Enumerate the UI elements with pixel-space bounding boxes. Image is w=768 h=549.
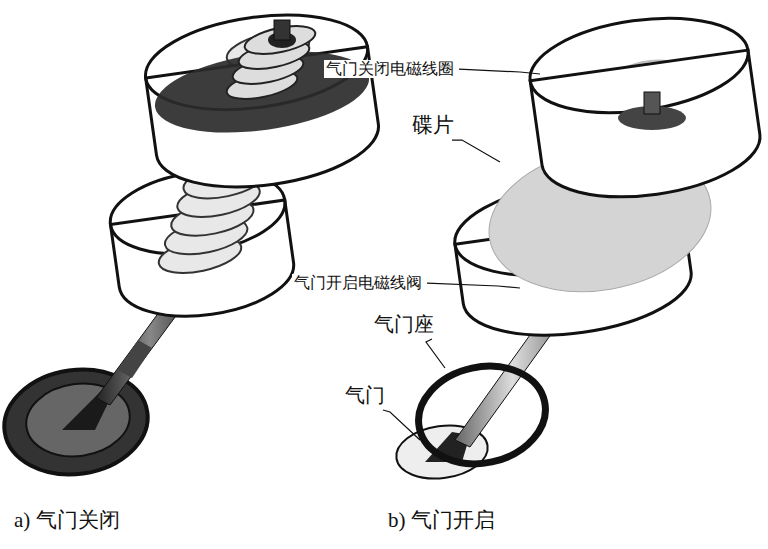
part-label: 气门关闭电磁线圈 bbox=[324, 60, 456, 78]
part-label: 气门座 bbox=[372, 313, 436, 336]
leader-line bbox=[383, 410, 420, 440]
upper-spring bbox=[224, 21, 317, 104]
valve-close-coil bbox=[524, 6, 766, 210]
part-label: 气门 bbox=[343, 384, 387, 407]
figure-caption: b) 气门开启 bbox=[386, 508, 497, 532]
figure-caption: a) 气门关闭 bbox=[12, 508, 122, 532]
leader-line bbox=[426, 339, 445, 368]
part-label: 碟片 bbox=[410, 113, 456, 137]
part-label: 气门开启电磁线阀 bbox=[292, 274, 424, 292]
leader-line bbox=[459, 69, 540, 74]
leader-line bbox=[452, 140, 500, 162]
valve-seat-ring bbox=[409, 355, 554, 476]
leader-line bbox=[427, 283, 520, 288]
valve-close-coil bbox=[139, 2, 384, 200]
